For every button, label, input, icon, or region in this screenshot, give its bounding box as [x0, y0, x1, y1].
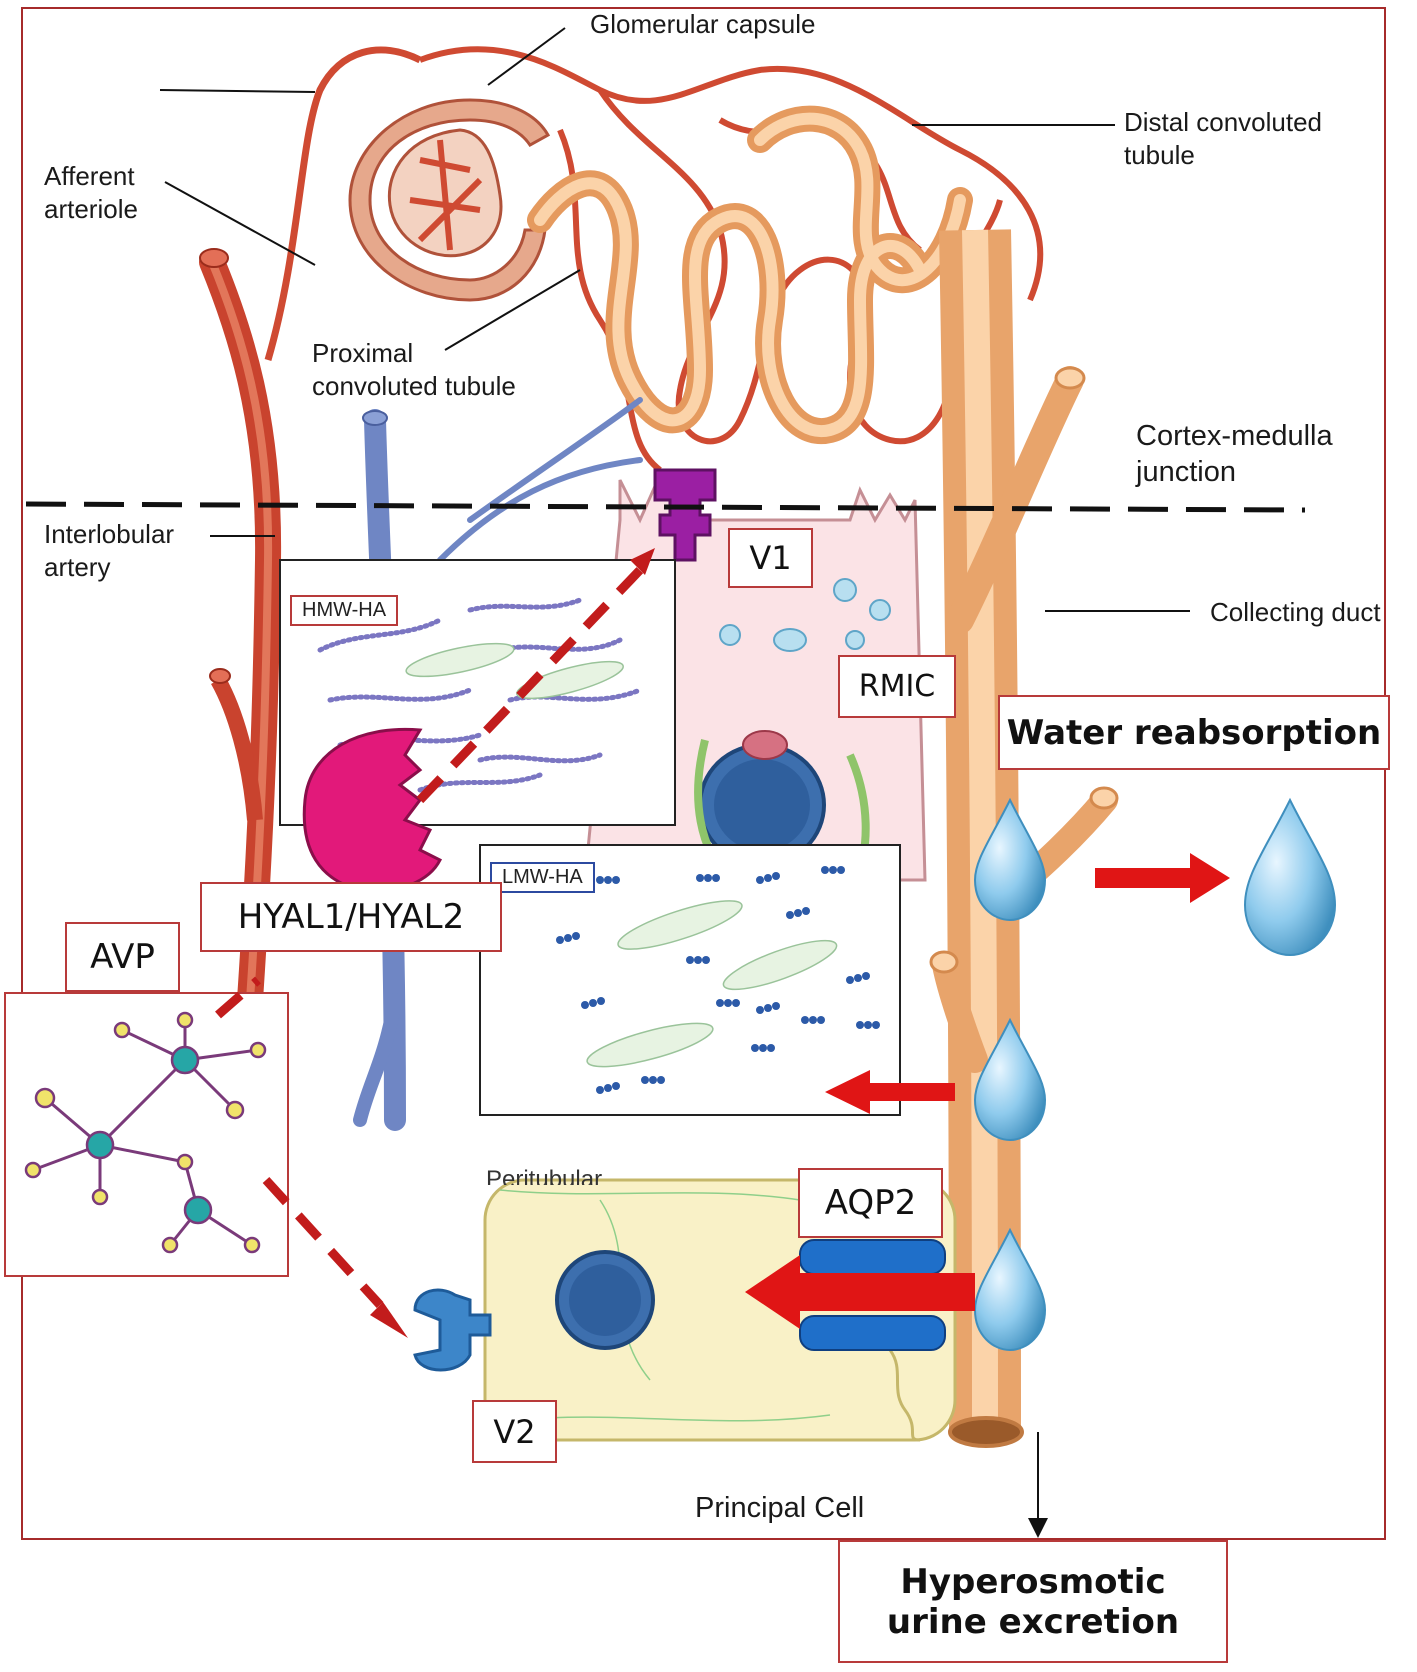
label-proximal-line2: convoluted tubule	[312, 370, 516, 401]
label-glomerular-capsule: Glomerular capsule	[590, 9, 816, 39]
label-afferent-arteriole: Afferent arteriole	[44, 160, 138, 225]
glomerulus	[348, 98, 551, 302]
label-cortex-line2: junction	[1136, 456, 1236, 489]
label-peritubular: Peritubular	[486, 1166, 603, 1185]
avp-label-box: AVP	[65, 922, 180, 992]
afferent-arteriole	[264, 46, 422, 361]
label-afferent-line1: Afferent	[44, 161, 135, 191]
urine-excretion-box: Hyperosmotic urine excretion	[838, 1540, 1228, 1663]
interlobular-artery	[199, 248, 282, 1013]
hyal-label-box: HYAL1/HYAL2	[200, 882, 502, 952]
water-reabsorption-box: Water reabsorption	[998, 695, 1390, 770]
aqp2-channel	[799, 1239, 946, 1351]
urine-line1: Hyperosmotic	[900, 1561, 1166, 1602]
label-cortex-line1: Cortex-medulla	[1136, 420, 1333, 452]
label-cortex-medulla: Cortex-medulla junction	[1136, 418, 1333, 491]
aqp2-label-box: AQP2	[798, 1168, 943, 1238]
label-distal-tubule: Distal convoluted tubule	[1124, 106, 1322, 171]
label-proximal-tubule: Proximal convoluted tubule	[312, 337, 516, 402]
label-principal-cell: Principal Cell	[695, 1492, 865, 1524]
rmic-label-box: RMIC	[838, 655, 956, 718]
avp-molecule-inset	[4, 992, 289, 1277]
urine-line2: urine excretion	[886, 1601, 1180, 1642]
label-afferent-line2: arteriole	[44, 193, 138, 224]
label-interlobular-line1: Interlobular	[44, 519, 175, 549]
hmw-ha-tag: HMW-HA	[290, 595, 399, 626]
leader-lines	[159, 27, 1190, 1538]
label-distal-line1: Distal convoluted	[1124, 107, 1322, 137]
cortex-medulla-line	[25, 501, 1306, 513]
red-arrows	[745, 853, 1230, 1329]
hyal-enzyme	[302, 727, 443, 893]
v1-receptor	[653, 468, 717, 562]
label-proximal-line1: Proximal	[312, 338, 414, 368]
v2-receptor	[413, 1288, 492, 1372]
lmw-ha-tag: LMW-HA	[490, 862, 595, 893]
v2-label-box: V2	[472, 1400, 557, 1463]
outer-frame	[21, 7, 1386, 1540]
label-interlobular-artery: Interlobular artery	[44, 518, 174, 583]
dashed-arrows	[215, 566, 644, 1309]
water-drops	[973, 797, 1337, 1352]
label-interlobular-line2: artery	[44, 551, 111, 582]
convoluted-tubules-highlight	[534, 112, 966, 438]
label-distal-line2: tubule	[1124, 139, 1195, 170]
v1-label-box: V1	[728, 528, 813, 588]
label-collecting-duct: Collecting duct	[1210, 597, 1381, 627]
